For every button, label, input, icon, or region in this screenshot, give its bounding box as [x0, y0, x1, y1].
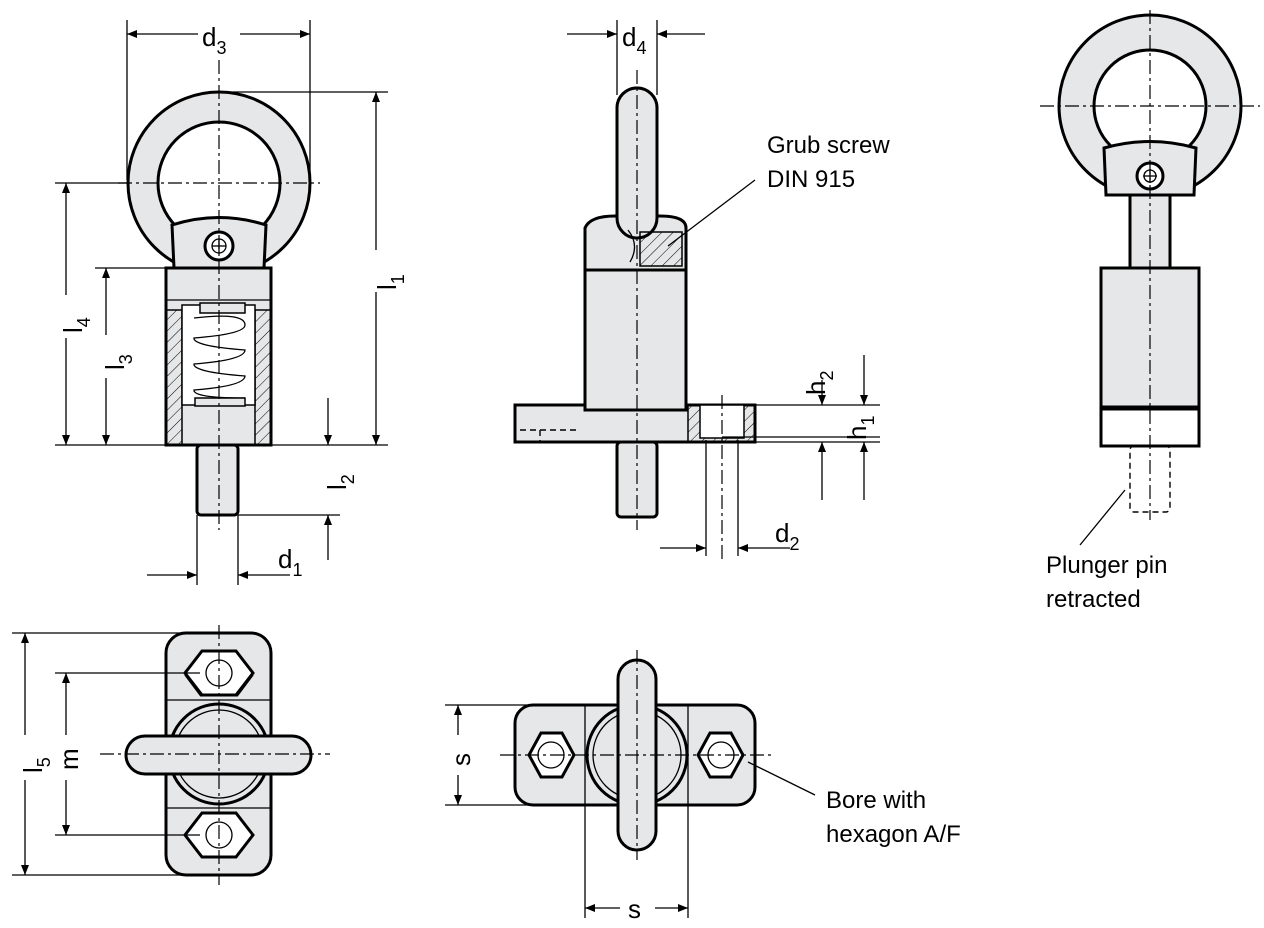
- label-h2: h2: [801, 371, 837, 395]
- plunger-pin: [195, 443, 240, 517]
- front-section-view: [118, 60, 320, 530]
- label-d4: d4: [622, 22, 646, 58]
- grub-screw-section: [639, 231, 683, 267]
- label-h1: h1: [842, 416, 878, 440]
- label-l5: l5: [18, 757, 54, 773]
- label-l1: l1: [372, 274, 408, 290]
- label-l3: l3: [100, 354, 136, 370]
- label-d2: d2: [775, 518, 799, 554]
- label-d1: d1: [278, 544, 302, 580]
- shank-retracted: [1128, 193, 1172, 272]
- label-d3: d3: [202, 22, 226, 58]
- spring: [193, 302, 246, 407]
- body-wall-left: [165, 309, 183, 446]
- front-dimensions: d3 l1 l4 l3 l2 d1: [55, 20, 408, 585]
- body-wall-right: [254, 309, 272, 446]
- label-s-vertical: s: [446, 753, 476, 766]
- label-m: m: [54, 748, 84, 770]
- side-view: [513, 70, 757, 560]
- label-l4: l4: [58, 317, 94, 333]
- label-l2: l2: [322, 474, 358, 490]
- label-s-horizontal: s: [628, 894, 641, 924]
- side-body: [583, 268, 688, 412]
- top-view: l5 m: [12, 625, 330, 885]
